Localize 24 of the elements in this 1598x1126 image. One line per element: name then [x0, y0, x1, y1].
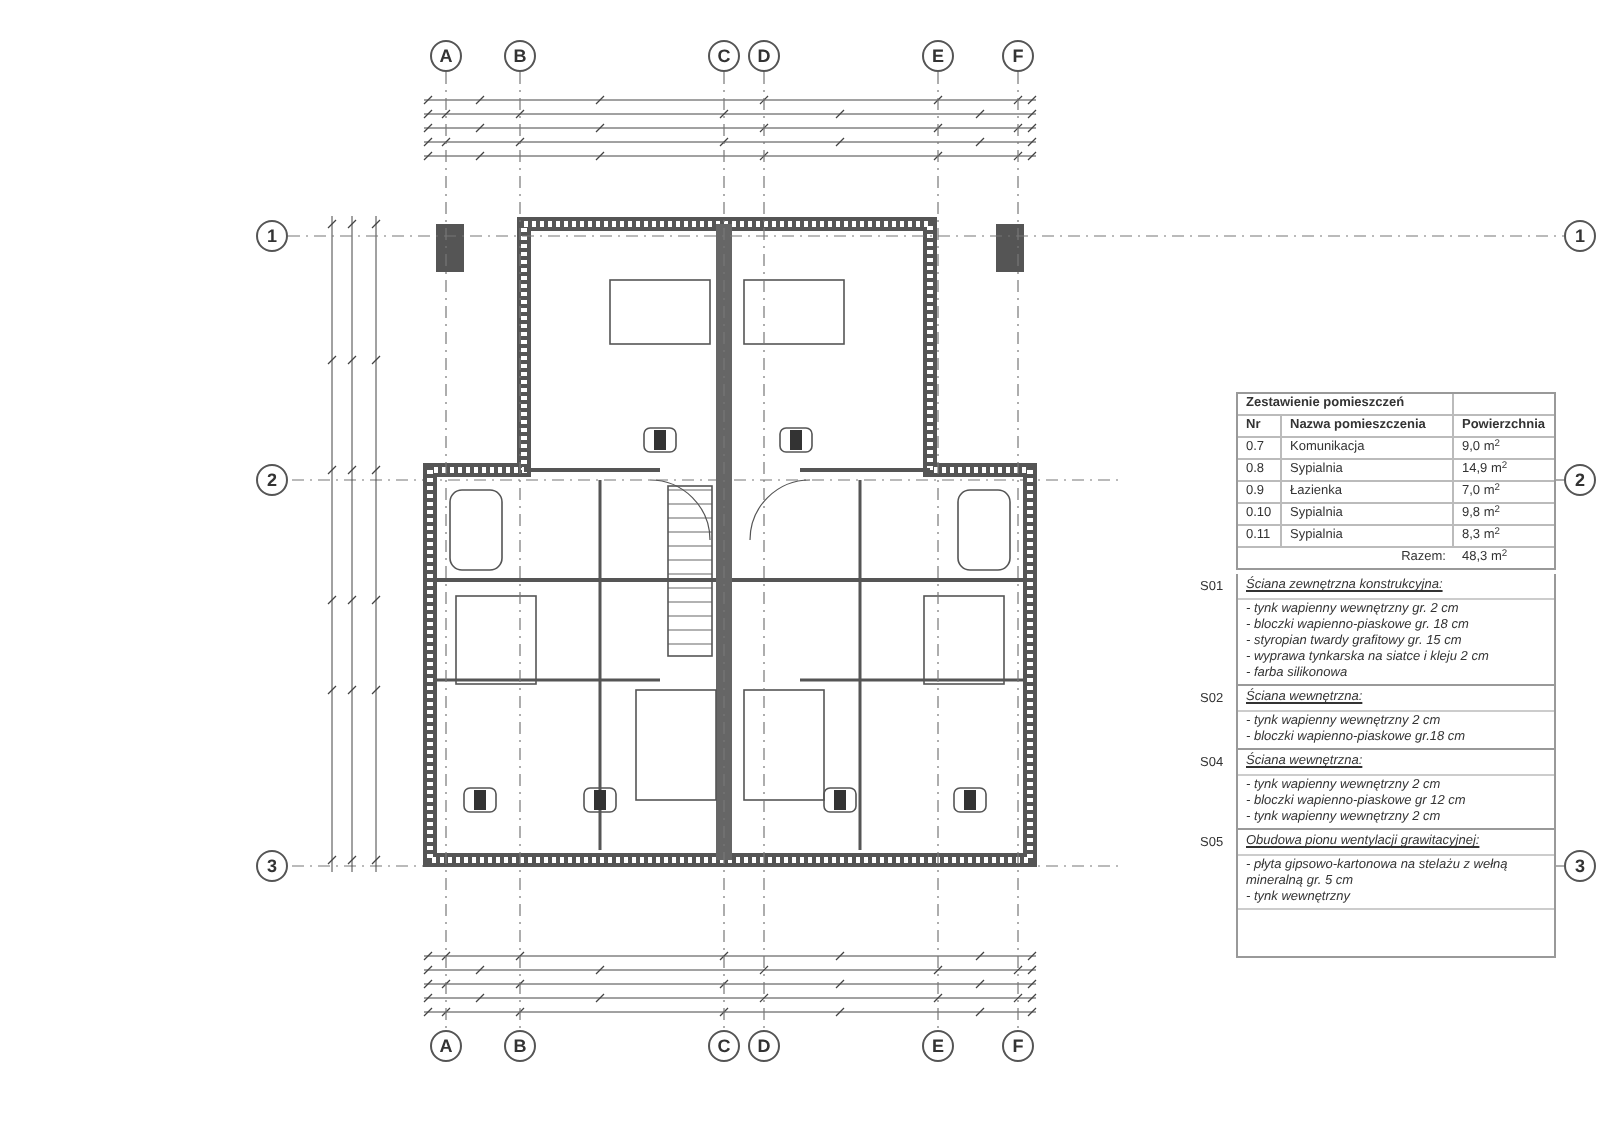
grid-axis-bubble: 2 — [1564, 464, 1596, 496]
grid-axis-bubble: F — [1002, 1030, 1034, 1062]
grid-axis-bubble: C — [708, 40, 740, 72]
grid-axis-bubble: D — [748, 40, 780, 72]
grid-axis-bubble: 2 — [256, 464, 288, 496]
grid-axis-bubble: 3 — [1564, 850, 1596, 882]
grid-axis-bubble: 1 — [256, 220, 288, 252]
grid-axis-bubble: E — [922, 1030, 954, 1062]
grid-line — [519, 71, 521, 1031]
grid-line — [287, 235, 1565, 237]
grid-axis-bubble: A — [430, 1030, 462, 1062]
grid-line — [445, 71, 447, 1031]
grid-axis-bubble: F — [1002, 40, 1034, 72]
grid-axis-bubble: 3 — [256, 850, 288, 882]
grid-axis-bubble: E — [922, 40, 954, 72]
grid-axis-bubble: B — [504, 40, 536, 72]
grid-axis-bubble: 1 — [1564, 220, 1596, 252]
grid-axis-bubble: A — [430, 40, 462, 72]
grid-line — [1017, 71, 1019, 1031]
grid-axis-bubble: C — [708, 1030, 740, 1062]
grid-axis-bubble: B — [504, 1030, 536, 1062]
grid-axis-bubble: D — [748, 1030, 780, 1062]
grid-line — [937, 71, 939, 1031]
grid-line — [763, 71, 765, 1031]
